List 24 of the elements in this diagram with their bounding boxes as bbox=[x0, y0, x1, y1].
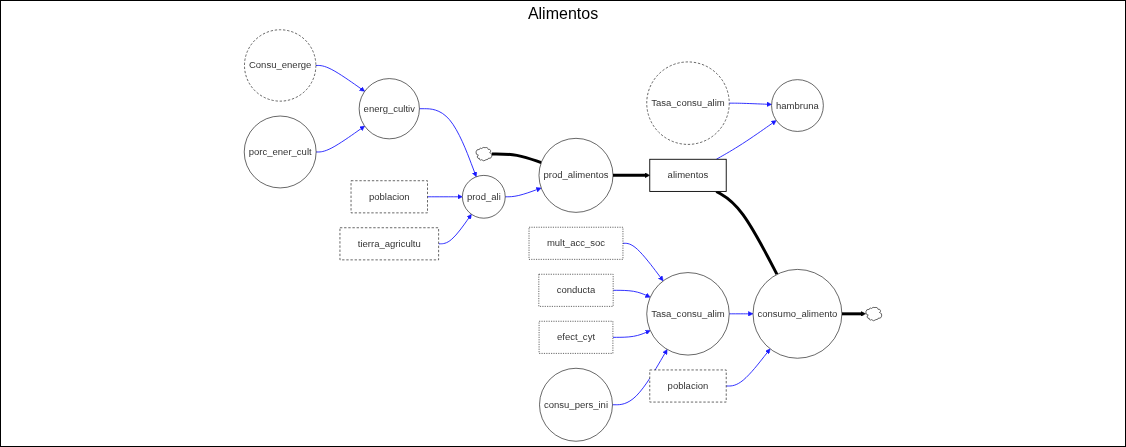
node-box: efect_cyt bbox=[538, 320, 614, 354]
connector bbox=[715, 190, 779, 276]
node-circle: porc_ener_cult bbox=[243, 115, 317, 189]
arrow bbox=[613, 172, 650, 178]
node-circle: Tasa_consu_alim bbox=[646, 61, 730, 145]
node-box: poblacion bbox=[350, 180, 428, 214]
node-cloud bbox=[865, 307, 883, 321]
node-circle: prod_ali bbox=[462, 175, 506, 219]
node-box: poblacion bbox=[649, 369, 727, 403]
node-circle: Consu_energe bbox=[244, 29, 317, 102]
connector bbox=[491, 152, 542, 165]
node-circle: energ_cultiv bbox=[358, 78, 420, 140]
node-circle: hambruna bbox=[771, 79, 824, 132]
node-box: tierra_agricultu bbox=[339, 227, 439, 261]
node-circle: consumo_alimento bbox=[752, 269, 843, 359]
arrow bbox=[841, 311, 866, 317]
node-box: conducta bbox=[538, 273, 614, 307]
node-circle: consu_pers_ini bbox=[539, 367, 613, 442]
node-cloud bbox=[475, 147, 493, 161]
node-box: alimentos bbox=[649, 158, 727, 192]
node-circle: Tasa_consu_alim bbox=[646, 272, 730, 356]
diagram-title: Alimentos bbox=[527, 5, 599, 23]
node-box: mult_acc_soc bbox=[528, 226, 624, 260]
node-circle: prod_alimentos bbox=[538, 138, 614, 213]
